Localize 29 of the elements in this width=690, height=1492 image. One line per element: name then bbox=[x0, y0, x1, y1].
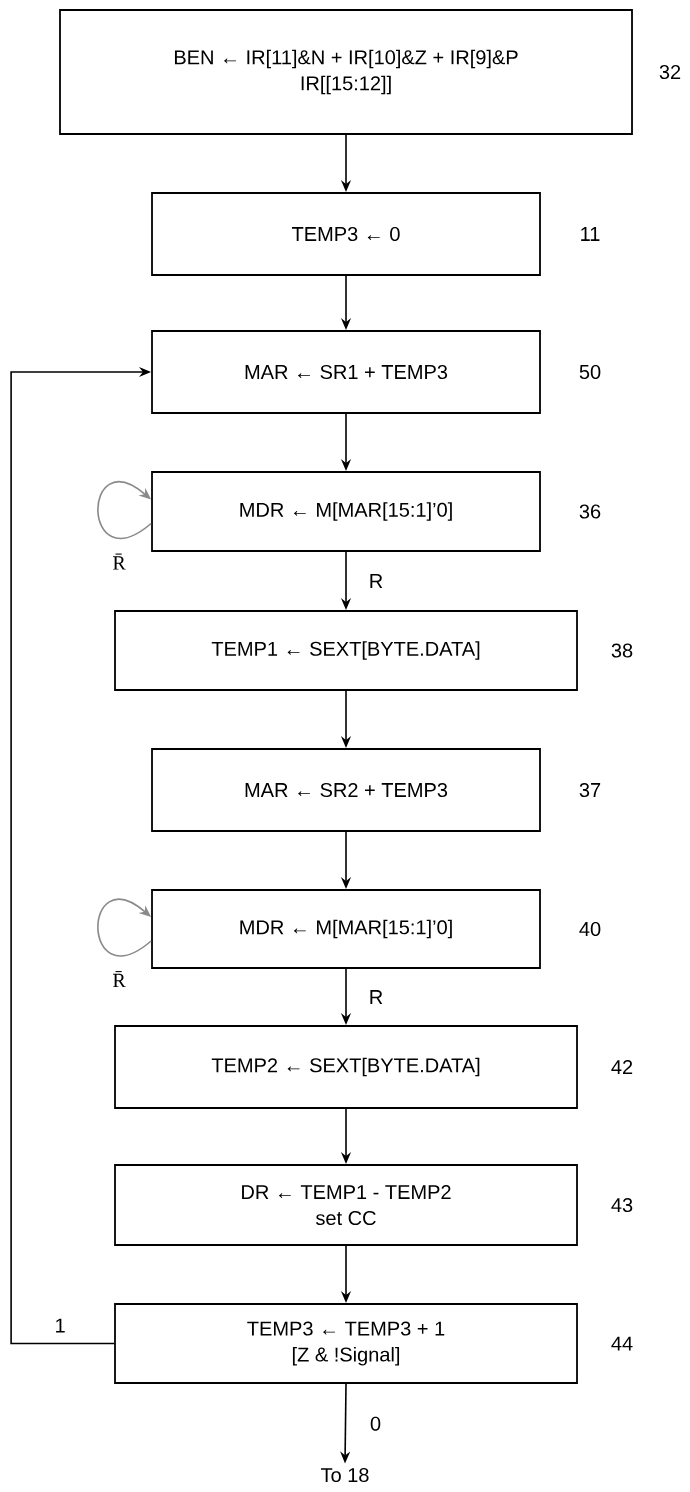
target-label: To 18 bbox=[321, 1467, 369, 1483]
process-box: BEN ← IR[11]&N + IR[10]&Z + IR[9]&P IR[[15:12]] bbox=[59, 9, 633, 135]
loop-arrow bbox=[97, 481, 152, 540]
process-box: TEMP3 ← 0 bbox=[151, 192, 541, 276]
state-number: 32 bbox=[659, 64, 681, 80]
loop-arrow bbox=[97, 898, 152, 957]
state-number: 11 bbox=[581, 227, 600, 241]
edge-label: R bbox=[366, 988, 386, 1006]
state-number: 43 bbox=[611, 1197, 633, 1213]
process-box: TEMP1 ← SEXT[BYTE.DATA] bbox=[114, 610, 578, 691]
edge-label: 1 bbox=[52, 1316, 68, 1335]
process-box: DR ← TEMP1 - TEMP2 set CC bbox=[114, 1164, 578, 1246]
process-box: MDR ← M[MAR[15:1]’0] bbox=[151, 471, 541, 552]
edge-label: R̄ bbox=[110, 969, 128, 989]
process-box: MDR ← M[MAR[15:1]’0] bbox=[151, 889, 541, 969]
process-box: MAR ← SR2 + TEMP3 bbox=[151, 748, 541, 832]
edge-label: 0 bbox=[367, 1414, 384, 1433]
process-box: TEMP2 ← SEXT[BYTE.DATA] bbox=[114, 1025, 578, 1109]
state-number: 42 bbox=[611, 1060, 633, 1074]
state-number: 37 bbox=[579, 782, 601, 798]
state-number: 38 bbox=[611, 643, 633, 658]
state-number: 44 bbox=[611, 1336, 633, 1351]
process-box: MAR ← SR1 + TEMP3 bbox=[151, 330, 541, 414]
state-number: 36 bbox=[579, 504, 601, 519]
state-number: 50 bbox=[579, 364, 601, 380]
edge-label: R bbox=[366, 572, 386, 590]
process-box: TEMP3 ← TEMP3 + 1 [Z & !Signal] bbox=[114, 1303, 578, 1384]
state-number: 40 bbox=[579, 921, 601, 937]
edge-label: R̄ bbox=[110, 551, 128, 572]
